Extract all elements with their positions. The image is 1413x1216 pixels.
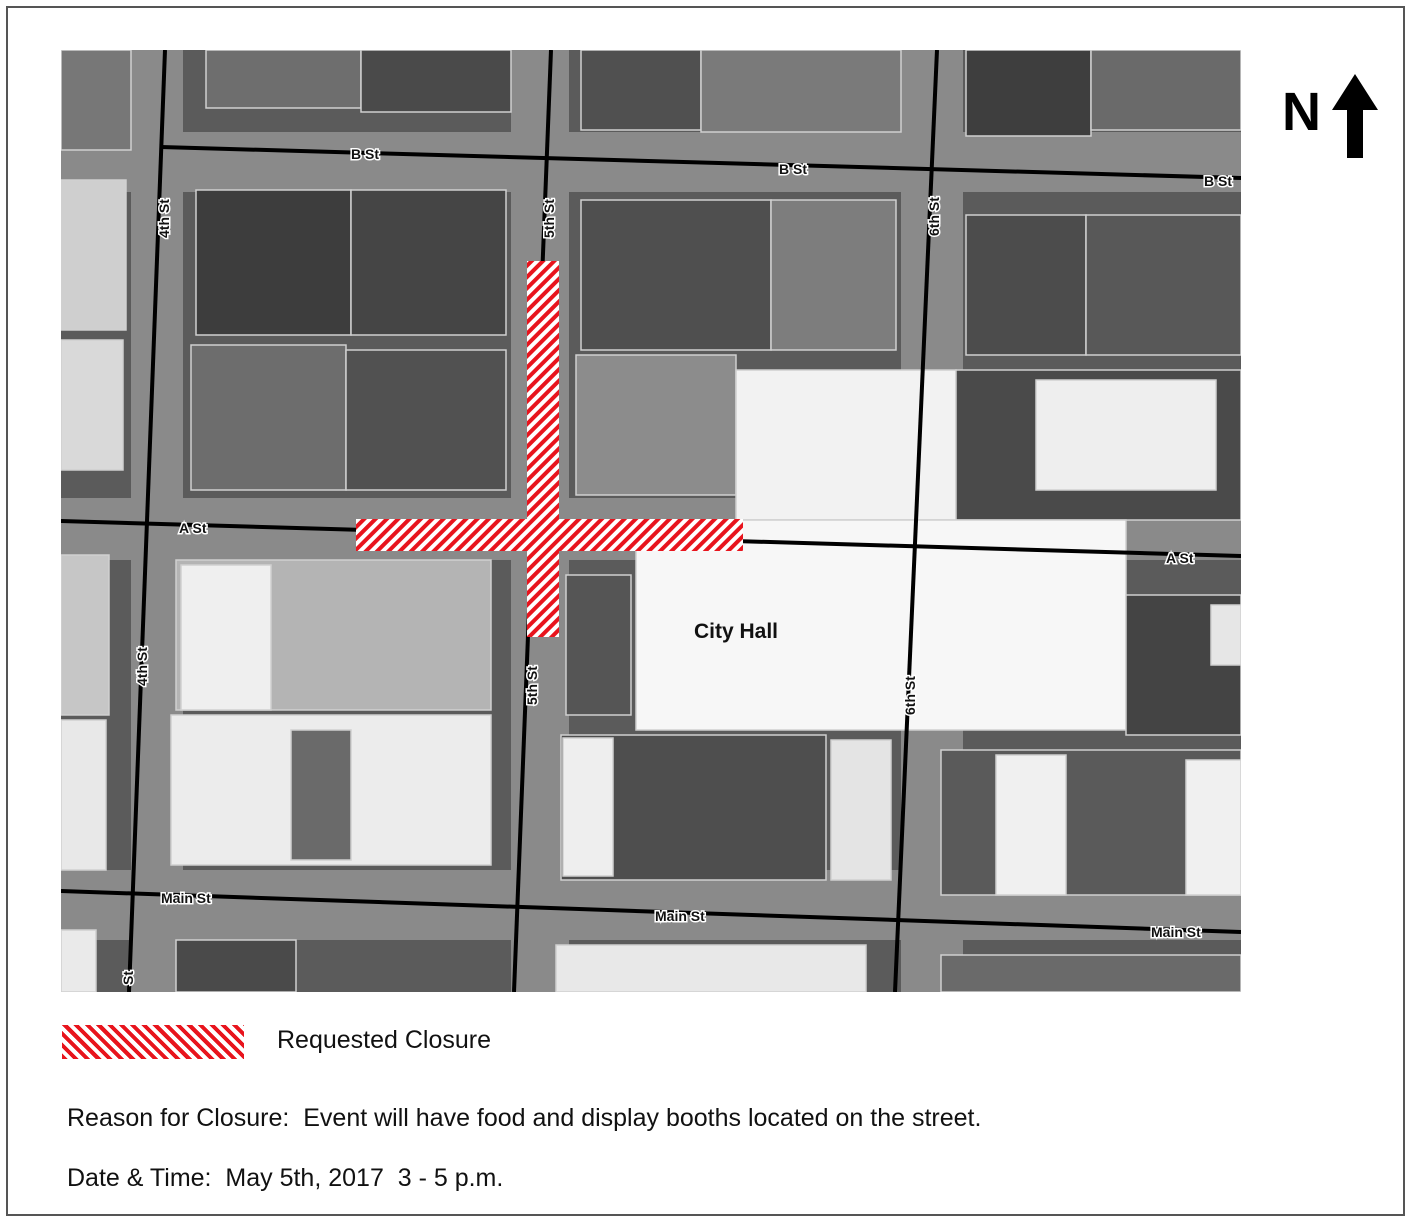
aerial-map[interactable]: B St B St B St A St A St Main St Main St… [61, 50, 1241, 992]
street-labels: B St B St B St A St A St Main St Main St… [119, 145, 1234, 987]
legend-closure-label: Requested Closure [277, 1026, 492, 1054]
closure-area [356, 261, 743, 637]
north-letter: N [1282, 82, 1321, 142]
label-5th-st-south: 5th St [524, 666, 540, 705]
label-b-st-mid: B St [779, 161, 807, 177]
city-blocks [61, 50, 1241, 992]
label-4th-st-bottom: St [120, 971, 136, 985]
label-5th-st-north: 5th St [541, 199, 557, 238]
north-arrow-icon [1332, 74, 1378, 158]
label-main-st-east: Main St [1151, 924, 1201, 940]
date-text: May 5th, 2017 3 - 5 p.m. [225, 1164, 504, 1192]
label-main-st-west: Main St [161, 890, 211, 906]
date-label: Date & Time: [67, 1164, 212, 1192]
label-4th-st-north: 4th St [156, 199, 172, 238]
reason-text: Event will have food and display booths … [303, 1104, 982, 1132]
label-b-st-east: B St [1204, 173, 1232, 189]
closure-5th-st [527, 261, 559, 637]
closure-a-st [356, 519, 743, 551]
city-hall-label: City Hall [694, 620, 778, 643]
map-canvas: B St B St B St A St A St Main St Main St… [61, 50, 1241, 992]
label-6th-st-north: 6th St [926, 197, 942, 236]
reason-line: Reason for Closure: Event will have food… [67, 1104, 981, 1133]
label-a-st-east: A St [1166, 550, 1194, 566]
reason-label: Reason for Closure: [67, 1104, 290, 1132]
label-4th-st-south: 4th St [134, 647, 150, 686]
legend: Requested Closure [62, 1023, 762, 1059]
label-a-st-west: A St [179, 520, 207, 536]
legend-closure-swatch [62, 1025, 244, 1059]
label-b-st-west: B St [351, 146, 379, 162]
label-6th-st-south: 6th St [902, 676, 918, 715]
north-arrow: N [1282, 72, 1392, 162]
date-line: Date & Time: May 5th, 2017 3 - 5 p.m. [67, 1164, 503, 1193]
road-lines [61, 50, 1241, 992]
label-main-st-mid: Main St [655, 908, 705, 924]
